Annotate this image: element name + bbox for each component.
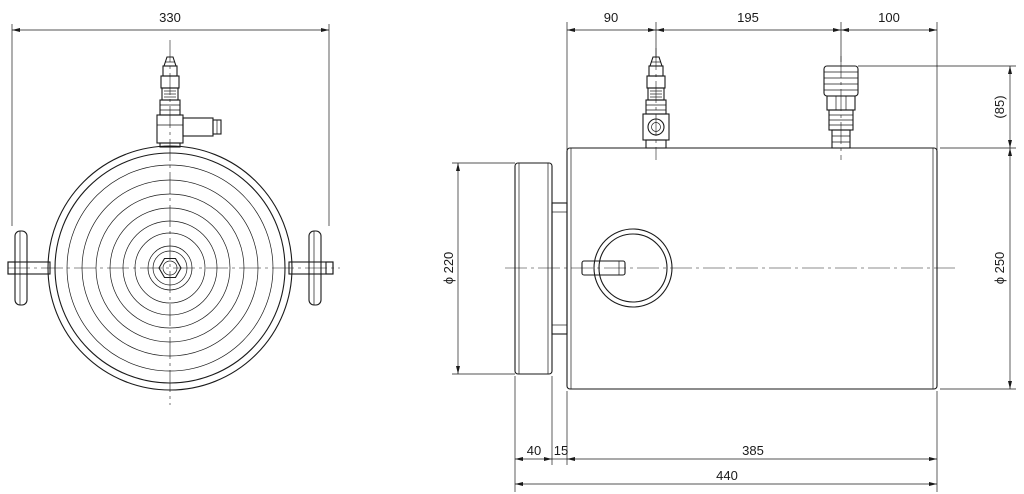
front-width-dimension: 330 [11, 10, 330, 226]
dim-385: 385 [742, 443, 764, 458]
side-hydraulic-coupler [823, 56, 859, 160]
dim-85: (85) [992, 95, 1007, 118]
dim-phi-250: ϕ 250 [992, 252, 1007, 285]
side-bottom-dimensions: 40 15 385 440 [514, 376, 938, 492]
dim-440: 440 [716, 468, 738, 483]
cylinder-end-face [47, 145, 293, 391]
diameter-250-dimension: ϕ 250 [940, 148, 1016, 390]
center-plug-core [162, 260, 178, 276]
dim-90: 90 [604, 10, 618, 25]
dim-phi-220: ϕ 220 [441, 252, 456, 285]
side-release-valve [642, 48, 670, 160]
dim-100: 100 [878, 10, 900, 25]
diameter-220-dimension: ϕ 220 [441, 162, 515, 375]
center-hex-plug [158, 257, 182, 279]
side-top-dimensions: 90 195 100 [566, 10, 938, 150]
dim-195: 195 [737, 10, 759, 25]
side-handle [581, 228, 673, 308]
dim-330: 330 [159, 10, 181, 25]
coupler-height-dimension: (85) [858, 65, 1016, 149]
cylinder-body [566, 147, 938, 390]
dim-40: 40 [527, 443, 541, 458]
ram [551, 202, 568, 335]
front-hydraulic-fitting [156, 56, 222, 148]
dim-15: 15 [554, 443, 568, 458]
plunger-saddle [514, 162, 553, 375]
front-left-handle [7, 230, 51, 306]
front-right-handle [288, 230, 334, 306]
side-view: 90 195 100 (85) ϕ 220 ϕ 250 [441, 10, 1016, 492]
front-view: 330 [7, 10, 340, 405]
